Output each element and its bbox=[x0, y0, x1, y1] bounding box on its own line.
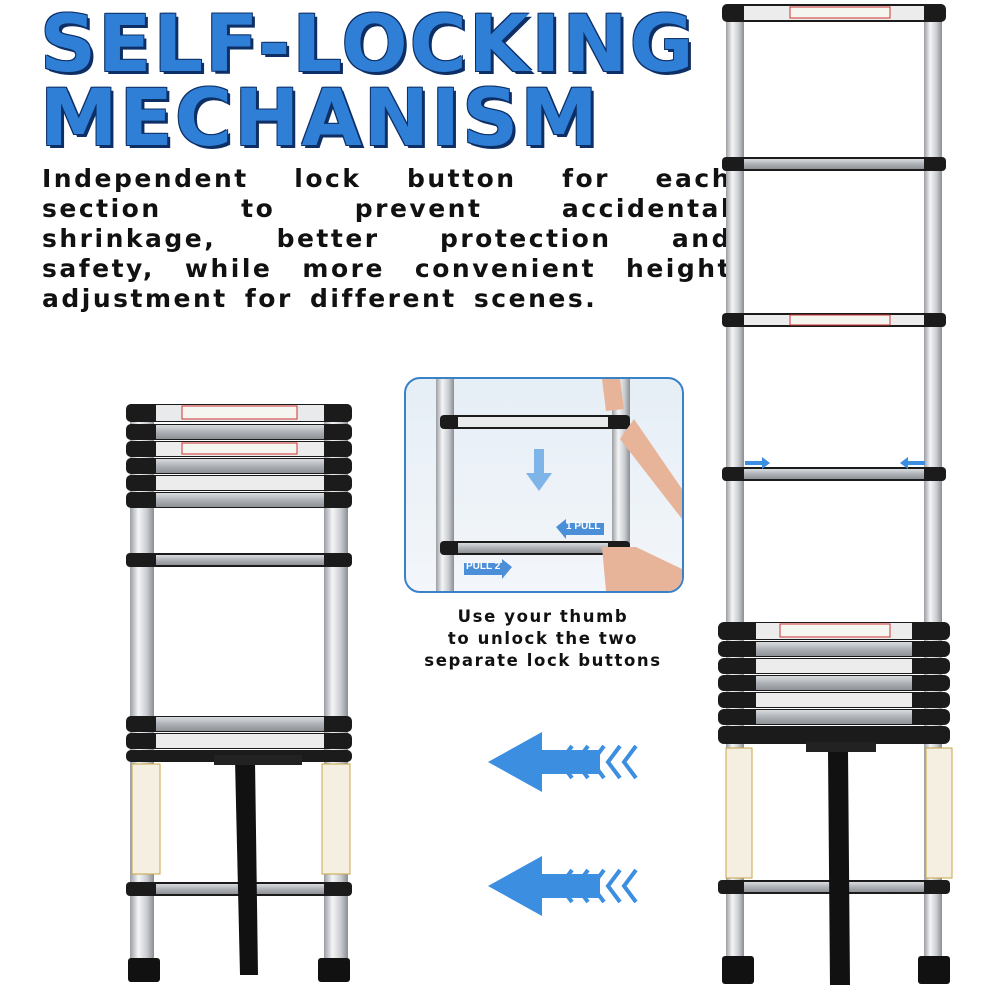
lock-detail-illustration bbox=[436, 379, 682, 591]
ladder-left-top-stack bbox=[126, 404, 352, 508]
headline-line-2: MECHANISM bbox=[40, 74, 600, 164]
caption-line-3: separate lock buttons bbox=[424, 651, 662, 670]
arrow-right-small-icon bbox=[745, 457, 770, 469]
inset-caption: Use your thumb to unlock the two separat… bbox=[408, 606, 678, 672]
blue-arrow-left-icon-2 bbox=[488, 856, 638, 916]
caption-line-2: to unlock the two bbox=[447, 629, 639, 648]
arrow-left-small-icon bbox=[900, 457, 925, 469]
description-text: Independent lock button for each section… bbox=[42, 164, 732, 313]
pull-2-label: PULL 2 bbox=[466, 561, 501, 572]
pull-1-label: 1 PULL bbox=[566, 521, 601, 532]
blue-arrow-left-icon-1 bbox=[488, 732, 638, 792]
headline-line-1: SELF-LOCKING bbox=[40, 0, 696, 90]
caption-line-1: Use your thumb bbox=[457, 607, 629, 626]
lock-detail-inset: 1 PULL PULL 2 bbox=[404, 377, 684, 593]
ladder-right-bottom-stack bbox=[718, 622, 950, 744]
